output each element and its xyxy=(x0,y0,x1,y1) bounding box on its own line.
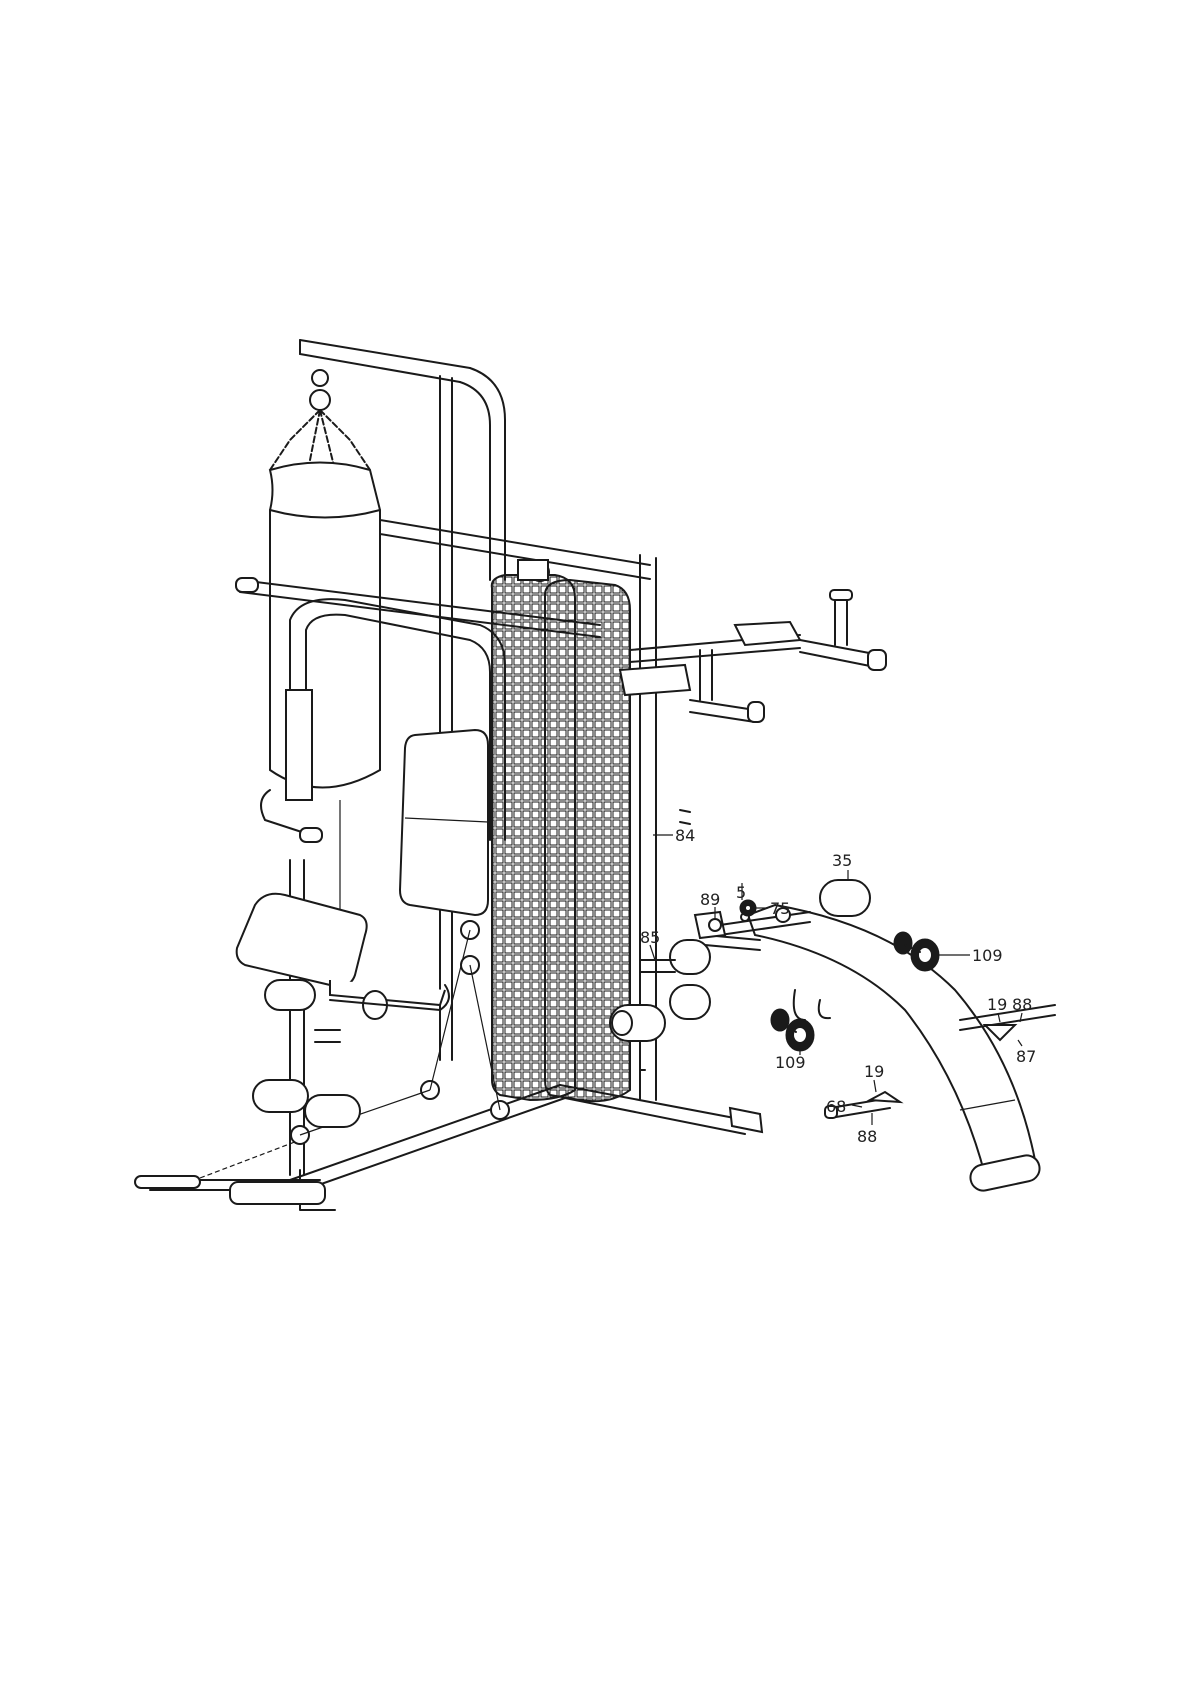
callout-35: 35 xyxy=(832,851,852,870)
callout-19-top: 19 xyxy=(987,995,1007,1014)
callout-19-bottom: 19 xyxy=(864,1062,884,1081)
callout-88-top: 88 xyxy=(1012,995,1032,1014)
callout-5: 5 xyxy=(736,883,746,902)
callout-89: 89 xyxy=(700,890,720,909)
dumbbell-left xyxy=(771,1009,814,1051)
callout-85: 85 xyxy=(640,928,660,947)
callout-109-right: 109 xyxy=(972,946,1003,965)
callout-68: 68 xyxy=(826,1097,846,1116)
sit-up-bench xyxy=(695,880,1055,1193)
punching-bag xyxy=(270,370,380,930)
callout-88-bottom: 88 xyxy=(857,1127,877,1146)
callout-75: 75 xyxy=(770,899,790,918)
right-post-attachments xyxy=(610,590,886,1070)
callout-109-left: 109 xyxy=(775,1053,806,1072)
nut-75 xyxy=(740,900,756,916)
callout-87: 87 xyxy=(1016,1047,1036,1066)
callout-84: 84 xyxy=(675,826,695,845)
